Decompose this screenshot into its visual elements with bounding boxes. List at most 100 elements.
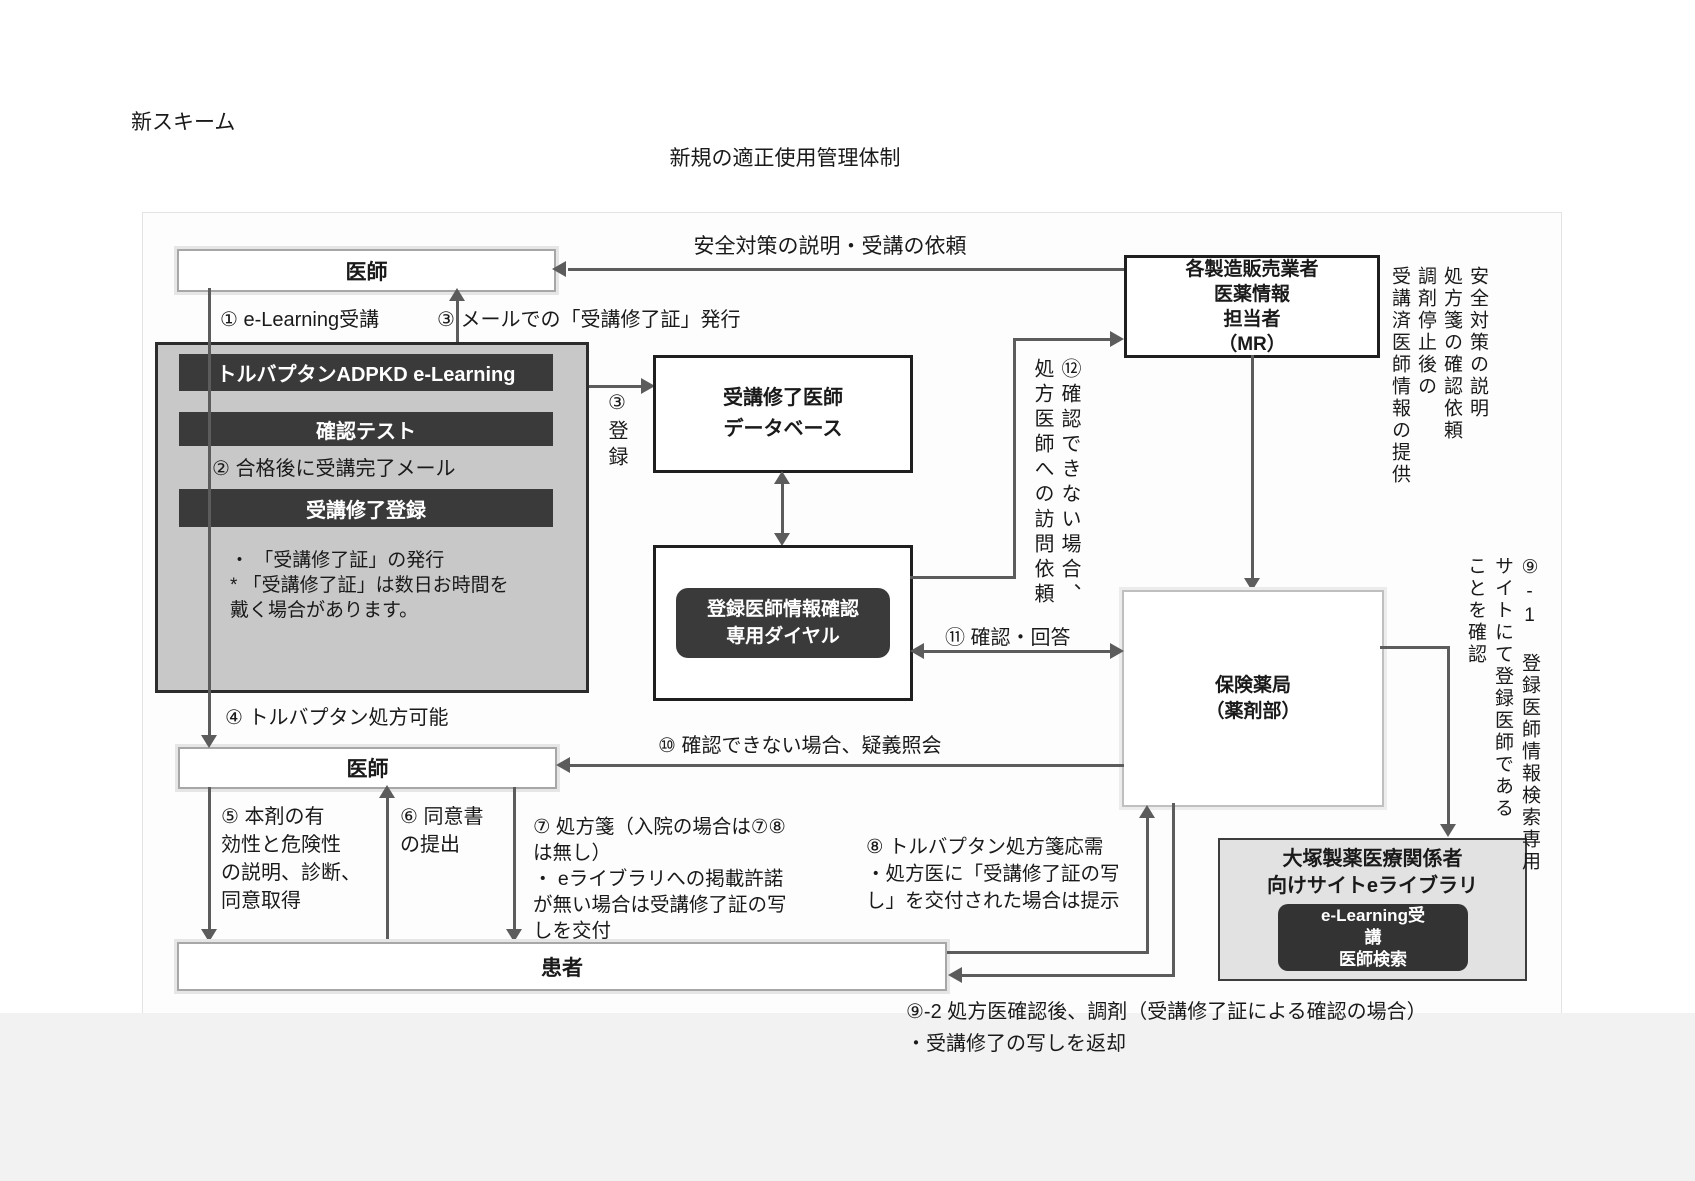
box-db: 受講修了医師 データベース bbox=[653, 355, 913, 473]
label-step1: ① e-Learning受講 bbox=[220, 309, 380, 331]
completion-register-text: 受講修了登録 bbox=[306, 499, 426, 522]
step12-col2: 処方医師への訪問依頼 bbox=[1031, 358, 1053, 608]
step7-line5: しを交付 bbox=[533, 920, 612, 942]
bar-completion-register: 受講修了登録 bbox=[179, 489, 553, 527]
step7-line1: ⑦ 処方箋（入院の場合は⑦⑧ bbox=[533, 816, 786, 838]
arrow-db-dial-line bbox=[781, 482, 784, 534]
label-step6: ⑥ 同意書 の提出 bbox=[400, 803, 484, 859]
arrow-step9-2-head bbox=[948, 967, 962, 983]
step8-line3: し」を交付された場合は提示 bbox=[866, 890, 1120, 912]
page-title: 新規の適正使用管理体制 bbox=[669, 146, 901, 170]
step9-1-col2: サイトにて登録医師である bbox=[1492, 556, 1513, 820]
box-pharmacy: 保険薬局 （薬剤部） bbox=[1122, 590, 1384, 807]
mr-line3: 担当者 bbox=[1223, 308, 1281, 330]
label-step9-2-line2: ・受講修了の写しを返却 bbox=[906, 1033, 1126, 1055]
arrow-step9-1-head bbox=[1440, 824, 1456, 837]
label-step3-reg: ③登録 bbox=[602, 390, 631, 510]
arrow-step1-line bbox=[208, 288, 211, 737]
step7-line2: は無し） bbox=[533, 842, 612, 864]
label-step11: ⑪ 確認・回答 bbox=[945, 627, 1071, 649]
step9-1-col3: ことを確認 bbox=[1465, 556, 1486, 666]
arrow-step9-1-v bbox=[1447, 646, 1450, 824]
label-step5: ⑤ 本剤の有 効性と危険性 の説明、診断、 同意取得 bbox=[221, 803, 361, 915]
elearning-title-text: トルバプタンADPKD e-Learning bbox=[216, 364, 516, 386]
scheme-label: 新スキーム bbox=[131, 110, 236, 134]
elibrary-line1: 大塚製薬医療関係者 bbox=[1282, 848, 1463, 870]
label-step9-1: ⑨-1 登録医師情報検索専用 サイトにて登録医師である ことを確認 bbox=[1462, 556, 1543, 876]
step3-reg-text: ③登録 bbox=[605, 390, 627, 472]
step12-col1: ⑫確認できない場合、 bbox=[1058, 358, 1080, 608]
label-step10: ⑩ 確認できない場合、疑義照会 bbox=[658, 735, 942, 757]
box-doctor-mid: 医師 bbox=[178, 747, 557, 789]
arrow-step7-head bbox=[506, 929, 522, 942]
arrow-step6-head bbox=[379, 785, 395, 798]
step8-line1: ⑧ トルバプタン処方箋応需 bbox=[866, 836, 1104, 858]
dial-line1: 登録医師情報確認 bbox=[706, 599, 859, 620]
arrow-step11-head-right bbox=[1110, 643, 1124, 659]
db-line2: データベース bbox=[723, 418, 843, 440]
step5-line1: ⑤ 本剤の有 bbox=[221, 806, 325, 828]
doctor-mid-label: 医師 bbox=[346, 758, 389, 781]
arrow-step6-line bbox=[386, 797, 389, 942]
step9-1-col1: ⑨-1 登録医師情報検索専用 bbox=[1519, 556, 1540, 873]
confirm-test-text: 確認テスト bbox=[316, 420, 416, 443]
arrow-mr-pharmacy-head bbox=[1244, 578, 1260, 591]
arrow-step4-head bbox=[201, 735, 217, 748]
arrow-step3-reg-line bbox=[586, 385, 644, 388]
step7-line4: が無い場合は受講修了証の写 bbox=[533, 894, 787, 916]
box-dial-outer: 登録医師情報確認 専用ダイヤル bbox=[653, 545, 913, 701]
step6-line1: ⑥ 同意書 bbox=[400, 806, 484, 828]
label-mr-side: 安全対策の説明 処方箋の確認依頼 調剤停止後の 受講済医師情報の提供 bbox=[1386, 266, 1490, 566]
label-step4: ④ トルバプタン処方可能 bbox=[225, 707, 449, 729]
label-step12: ⑫確認できない場合、 処方医師への訪問依頼 bbox=[1028, 358, 1082, 648]
step7-line3: ・ eライブラリへの掲載許諾 bbox=[533, 868, 784, 890]
patient-label: 患者 bbox=[541, 956, 583, 980]
mr-side-col2: 処方箋の確認依頼 bbox=[1441, 266, 1462, 442]
label-step8: ⑧ トルバプタン処方箋応需 ・処方医に「受講修了証の写 し」を交付された場合は提… bbox=[866, 834, 1120, 915]
step6-line2: の提出 bbox=[400, 834, 460, 856]
label-step9-2-line1: ⑨-2 処方医確認後、調剤（受講修了証による確認の場合） bbox=[906, 1001, 1427, 1023]
arrow-step12-head bbox=[1110, 331, 1124, 347]
mr-line2: 医薬情報 bbox=[1213, 283, 1290, 305]
arrow-step10-line bbox=[570, 764, 1124, 767]
elibrary-inner-box: e-Learning受 講 医師検索 bbox=[1278, 904, 1468, 971]
box-mr: 各製造販売業者 医薬情報 担当者 （MR） bbox=[1124, 255, 1380, 358]
step5-line3: の説明、診断、 bbox=[221, 862, 361, 884]
arrow-step8-h bbox=[947, 951, 1149, 954]
arrow-db-dial-head-down bbox=[774, 533, 790, 546]
elearning-note-2: * 「受講修了証」は数日お時間を bbox=[230, 575, 509, 596]
elibrary-inner2: 講 bbox=[1364, 927, 1382, 947]
pharmacy-line1: 保険薬局 bbox=[1214, 674, 1291, 696]
step5-line4: 同意取得 bbox=[221, 890, 301, 912]
arrow-step8-v bbox=[1146, 818, 1149, 954]
arrow-step3-mail-line bbox=[456, 300, 459, 342]
mr-side-col4: 受講済医師情報の提供 bbox=[1389, 266, 1410, 486]
box-elibrary: 大塚製薬医療関係者 向けサイトeライブラリ e-Learning受 講 医師検索 bbox=[1218, 838, 1527, 981]
arrow-step5-head bbox=[201, 929, 217, 942]
arrow-step9-1-h bbox=[1380, 646, 1450, 649]
elibrary-inner3: 医師検索 bbox=[1339, 949, 1407, 969]
label-step2: ② 合格後に受講完了メール bbox=[212, 458, 456, 480]
arrow-step12-h2 bbox=[1013, 338, 1112, 341]
arrow-step12-v bbox=[1013, 339, 1016, 579]
elearning-note-1: ・ 「受講修了証」の発行 bbox=[230, 550, 445, 571]
mr-side-col3: 調剤停止後の bbox=[1415, 266, 1436, 398]
db-line1: 受講修了医師 bbox=[723, 387, 843, 409]
arrow-step7-line bbox=[513, 787, 516, 930]
arrow-safety-request-line bbox=[568, 268, 1124, 271]
arrow-safety-request-head bbox=[552, 261, 566, 277]
mr-line1: 各製造販売業者 bbox=[1185, 258, 1319, 280]
mr-side-col1: 安全対策の説明 bbox=[1467, 266, 1488, 420]
elibrary-line2: 向けサイトeライブラリ bbox=[1266, 875, 1479, 897]
elibrary-inner1: e-Learning受 bbox=[1321, 905, 1425, 925]
label-safety-request: 安全対策の説明・受講の依頼 bbox=[693, 235, 967, 258]
arrow-step3-reg-head bbox=[641, 378, 655, 394]
bar-confirm-test: 確認テスト bbox=[179, 412, 553, 446]
box-patient: 患者 bbox=[177, 942, 947, 991]
doctor-top-label: 医師 bbox=[345, 260, 388, 284]
arrow-step3-mail-head bbox=[449, 288, 465, 301]
step8-line2: ・処方医に「受講修了証の写 bbox=[866, 863, 1120, 885]
box-doctor-top: 医師 bbox=[177, 249, 556, 292]
label-step3-mail: ③ メールでの「受講修了証」発行 bbox=[437, 309, 741, 331]
